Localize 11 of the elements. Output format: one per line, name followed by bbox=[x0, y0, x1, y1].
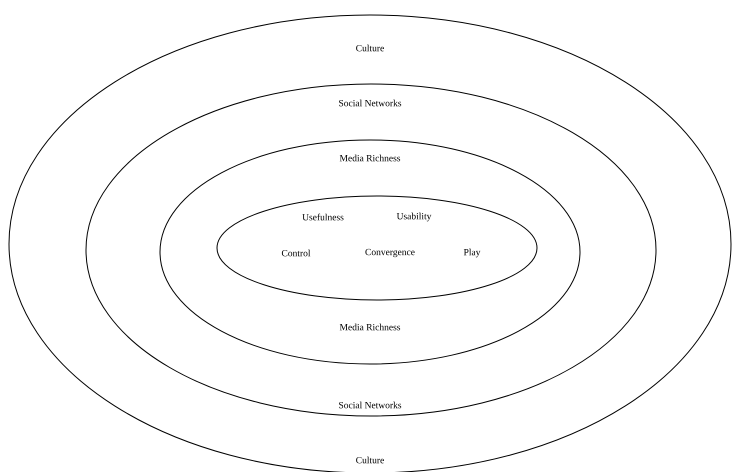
ring-label: Control bbox=[282, 250, 310, 256]
ring-label: Social Networks bbox=[339, 402, 402, 408]
ring-label: Play bbox=[464, 248, 480, 258]
ring-label: Convergence bbox=[365, 248, 415, 258]
ring-label: Culture bbox=[356, 44, 384, 52]
ring-label: Social Networks bbox=[339, 100, 402, 106]
ring-label: Usefulness bbox=[302, 214, 344, 220]
ring-label: Culture bbox=[356, 456, 384, 464]
ring-label: Media Richness bbox=[340, 324, 400, 330]
ring-label: Usability bbox=[396, 212, 432, 222]
ring-label: Media Richness bbox=[340, 154, 400, 162]
